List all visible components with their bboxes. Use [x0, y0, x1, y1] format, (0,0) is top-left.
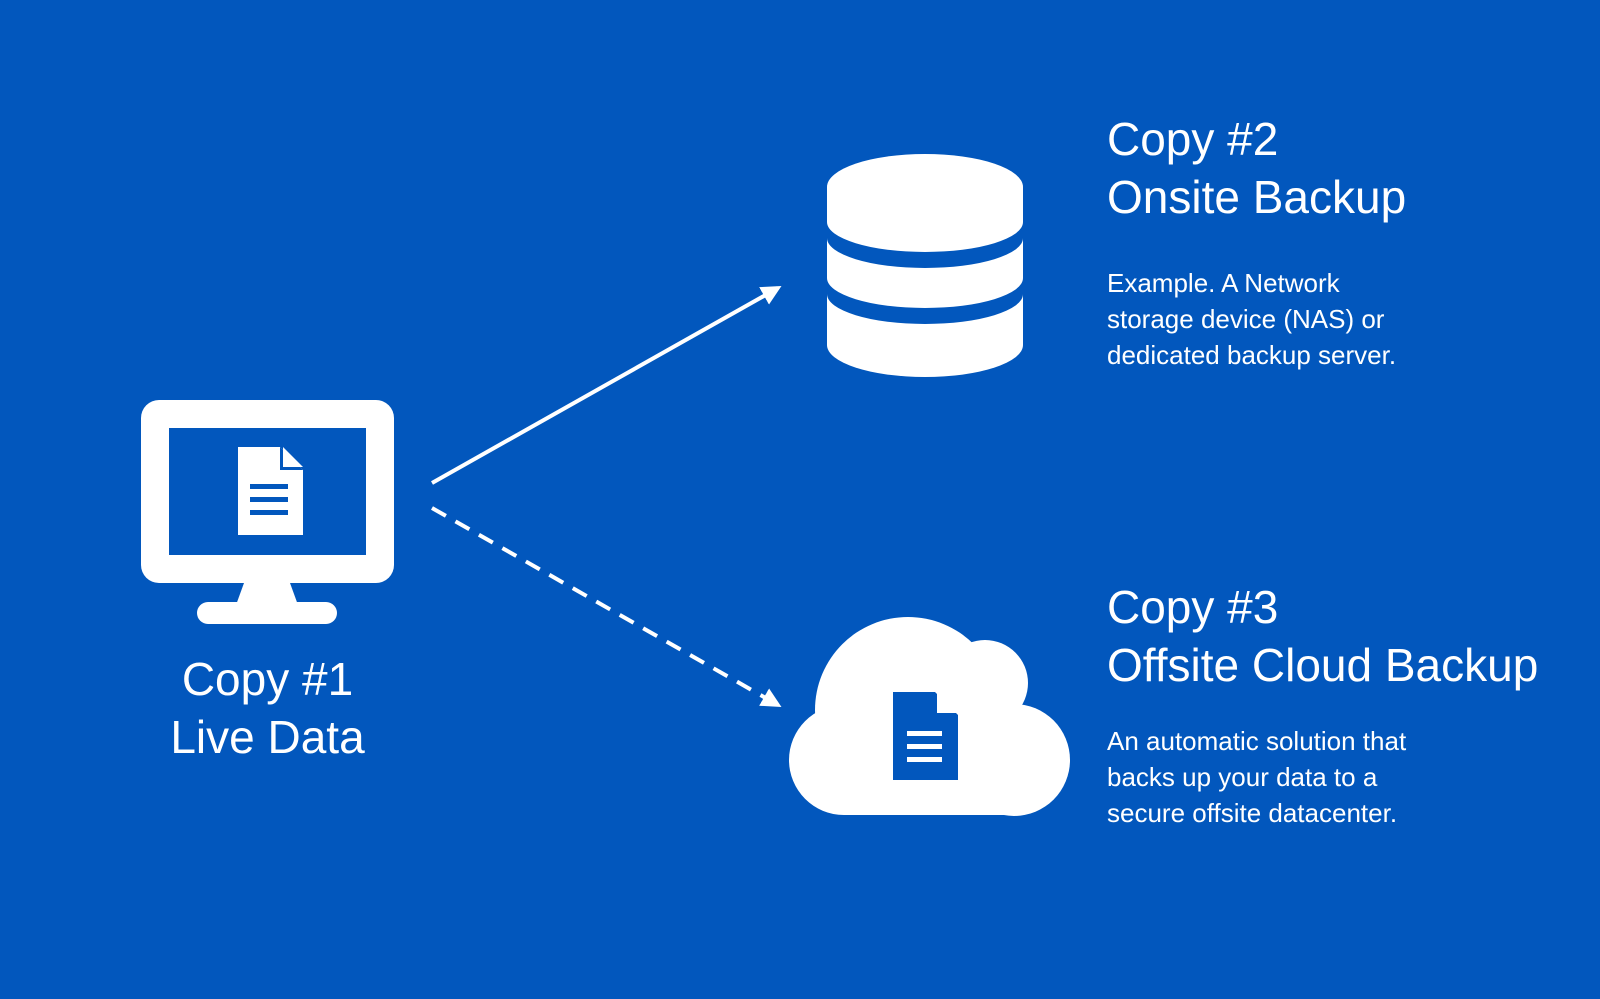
copy1-label: Copy #1 Live Data	[150, 650, 385, 766]
copy2-description-line: Example. A Network	[1107, 268, 1340, 298]
database-icon	[827, 154, 1023, 377]
document-icon	[238, 447, 303, 535]
copy1-title: Copy #1	[181, 653, 354, 705]
copy2-description: Example. A Network storage device (NAS) …	[1107, 265, 1587, 373]
copy1-subtitle: Live Data	[170, 711, 365, 763]
copy3-title: Copy #3	[1107, 581, 1279, 633]
copy2-description-line: dedicated backup server.	[1107, 340, 1397, 370]
copy2-title: Copy #2	[1107, 113, 1279, 165]
copy2-subtitle: Onsite Backup	[1107, 171, 1407, 223]
copy3-description-line: secure offsite datacenter.	[1107, 798, 1398, 828]
copy3-description-line: backs up your data to a	[1107, 762, 1378, 792]
cloud-with-document-icon	[789, 617, 1070, 816]
copy3-description: An automatic solution that backs up your…	[1107, 723, 1587, 831]
monitor-with-document-icon	[141, 400, 394, 624]
copy2-label: Copy #2 Onsite Backup	[1107, 110, 1587, 226]
dashed-arrow	[431, 506, 782, 707]
copy3-subtitle: Offsite Cloud Backup	[1107, 639, 1539, 691]
solid-arrow	[431, 286, 782, 485]
copy2-description-line: storage device (NAS) or	[1107, 304, 1385, 334]
document-icon	[893, 692, 958, 780]
copy3-description-line: An automatic solution that	[1107, 726, 1407, 756]
copy3-label: Copy #3 Offsite Cloud Backup	[1107, 578, 1597, 694]
